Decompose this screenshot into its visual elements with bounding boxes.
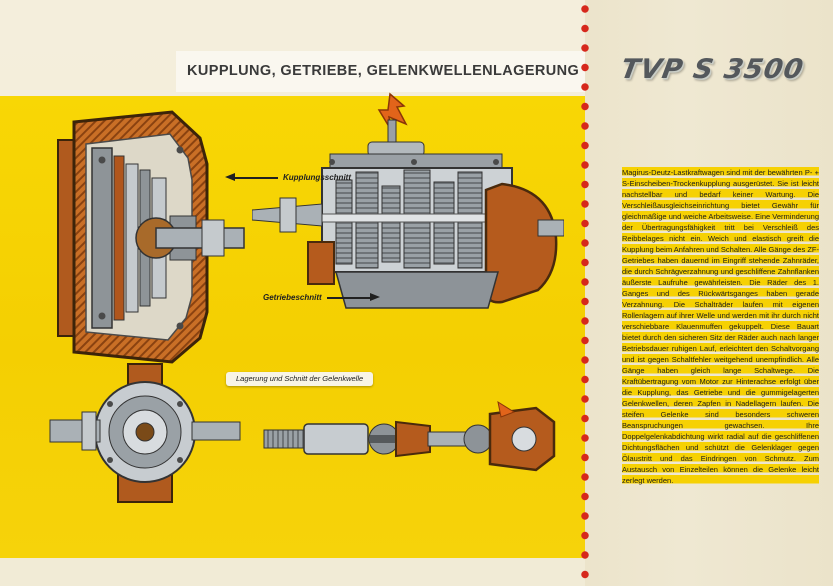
title-band: [176, 51, 585, 92]
caption-clutch-label: Kupplungsschnitt: [283, 173, 351, 182]
gearbox-cutaway-illustration: [252, 92, 564, 309]
description-text: Magirus-Deutz-Lastkraftwagen sind mit de…: [622, 167, 819, 486]
right-panel: TVP S 3500 Magirus-Deutz-Lastkraftwagen …: [577, 0, 833, 586]
left-panel: KUPPLUNG, GETRIEBE, GELENKWELLENLAGERUNG: [0, 0, 585, 586]
driveshaft-bearing-illustration: [49, 363, 241, 503]
clutch-cutaway-illustration: [57, 110, 245, 364]
caption-gearbox-label: Getriebeschnitt: [263, 293, 322, 302]
caption-driveshaft: Lagerung und Schnitt der Gelenkwelle: [226, 372, 374, 386]
page-title: KUPPLUNG, GETRIEBE, GELENKWELLENLAGERUNG: [187, 63, 580, 79]
caption-gearbox: Getriebeschnitt: [263, 293, 380, 302]
caption-clutch: Kupplungsschnitt: [225, 173, 351, 182]
arrow-right-icon: [326, 293, 380, 301]
model-logo: TVP S 3500: [618, 54, 807, 85]
dotted-divider: [577, 0, 593, 586]
arrow-left-icon: [225, 173, 278, 181]
universal-joint-shaft-illustration: [263, 400, 556, 472]
